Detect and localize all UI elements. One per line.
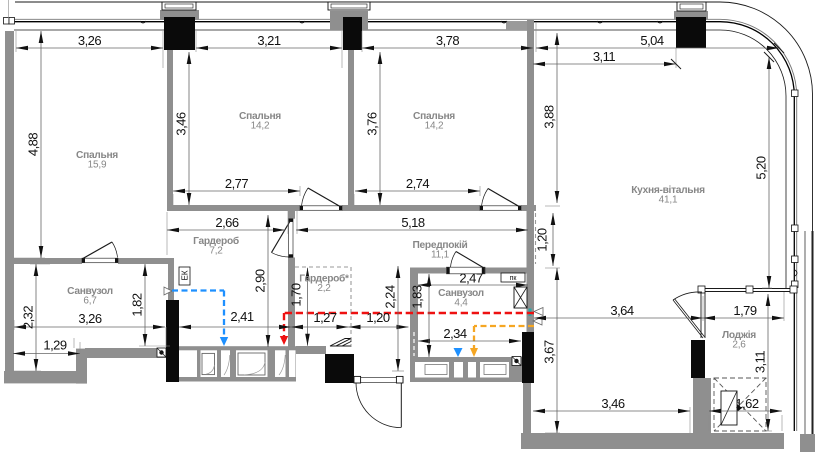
svg-text:5,20: 5,20	[754, 156, 769, 180]
svg-text:4,4: 4,4	[454, 298, 468, 309]
svg-text:1,62: 1,62	[735, 396, 759, 411]
svg-text:7,2: 7,2	[209, 246, 223, 257]
svg-text:3,21: 3,21	[257, 33, 281, 48]
svg-text:Спальня: Спальня	[239, 111, 281, 122]
svg-text:1,79: 1,79	[733, 303, 757, 318]
svg-text:15,9: 15,9	[88, 160, 107, 171]
svg-text:5,04: 5,04	[640, 33, 664, 48]
svg-text:6,7: 6,7	[83, 296, 97, 307]
svg-text:2,66: 2,66	[215, 215, 239, 230]
svg-text:3,46: 3,46	[601, 396, 625, 411]
svg-text:Гардероб: Гардероб	[193, 235, 239, 247]
svg-text:2,47: 2,47	[459, 271, 483, 286]
svg-text:2,24: 2,24	[383, 285, 398, 309]
svg-text:3,88: 3,88	[542, 105, 557, 129]
svg-text:2,77: 2,77	[225, 176, 249, 191]
svg-text:3,26: 3,26	[78, 311, 102, 326]
svg-text:пк: пк	[510, 275, 518, 282]
svg-text:2,34: 2,34	[443, 326, 467, 341]
svg-text:1,27: 1,27	[313, 310, 337, 325]
svg-text:Лоджія: Лоджія	[722, 330, 756, 341]
svg-text:Санвузол: Санвузол	[438, 288, 484, 299]
svg-text:2,90: 2,90	[253, 269, 268, 293]
svg-text:3,46: 3,46	[174, 112, 189, 136]
svg-text:Спальня: Спальня	[413, 111, 455, 122]
svg-text:Спальня: Спальня	[76, 150, 118, 161]
svg-text:1,20: 1,20	[535, 228, 550, 252]
svg-text:Передпокій: Передпокій	[413, 240, 468, 251]
svg-text:11,1: 11,1	[431, 250, 450, 261]
svg-text:3,26: 3,26	[78, 33, 102, 48]
svg-text:41,1: 41,1	[659, 195, 678, 206]
svg-text:3,78: 3,78	[436, 33, 460, 48]
svg-text:4,88: 4,88	[26, 133, 41, 157]
svg-text:2,32: 2,32	[21, 306, 36, 330]
svg-text:2,41: 2,41	[230, 309, 254, 324]
svg-text:3,67: 3,67	[542, 340, 557, 364]
svg-text:5,18: 5,18	[401, 215, 425, 230]
svg-text:1,83: 1,83	[410, 285, 425, 309]
svg-text:1,82: 1,82	[130, 293, 145, 317]
svg-text:ЕК: ЕК	[181, 270, 190, 280]
svg-text:1,29: 1,29	[43, 338, 67, 353]
svg-text:Санвузол: Санвузол	[67, 286, 113, 297]
svg-text:3,11: 3,11	[593, 49, 616, 64]
svg-text:3,76: 3,76	[365, 112, 380, 136]
svg-text:3,64: 3,64	[610, 303, 634, 318]
svg-text:1,20: 1,20	[366, 310, 390, 325]
svg-text:2,2: 2,2	[317, 283, 331, 294]
svg-text:2,6: 2,6	[732, 340, 746, 351]
svg-text:Кухня-вітальня: Кухня-вітальня	[631, 185, 705, 196]
svg-text:14,2: 14,2	[251, 121, 270, 132]
svg-text:2,74: 2,74	[406, 176, 430, 191]
svg-text:Гардероб*: Гардероб*	[299, 273, 349, 285]
svg-text:1,70: 1,70	[289, 283, 304, 307]
svg-text:3,11: 3,11	[753, 351, 768, 374]
svg-text:14,2: 14,2	[425, 121, 444, 132]
